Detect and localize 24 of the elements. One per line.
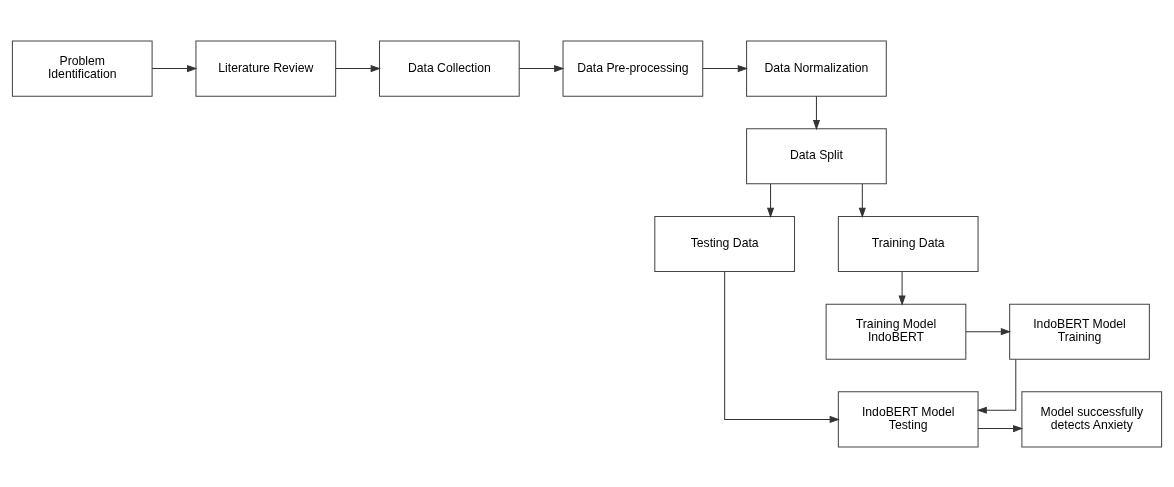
arrow (977, 424, 1024, 432)
arrow (965, 327, 1012, 335)
arrow (898, 270, 906, 306)
node-box: Training Model IndoBERT (825, 303, 967, 360)
arrow (702, 64, 748, 72)
node-box: Data Split (746, 127, 887, 184)
arrow (335, 64, 381, 72)
node-box: IndoBERT Model Testing (837, 390, 979, 447)
arrow (518, 64, 565, 72)
arrow (858, 183, 866, 218)
node-box: Testing Data (654, 215, 795, 272)
node-box: Literature Review (195, 40, 337, 97)
node-box: Data Pre-processing (562, 40, 704, 97)
node-box: Data Collection (379, 40, 520, 97)
arrow (724, 270, 840, 423)
node-box: Model successfully detects Anxiety (1021, 390, 1163, 447)
arrow (976, 358, 1017, 414)
node-box: Training Data (837, 215, 979, 272)
node-box: Data Normalization (746, 40, 887, 97)
arrow (151, 64, 198, 72)
node-box: Problem Identification (11, 40, 153, 97)
arrow (812, 95, 820, 130)
node-box: IndoBERT Model Training (1009, 303, 1150, 360)
arrow (766, 183, 775, 218)
